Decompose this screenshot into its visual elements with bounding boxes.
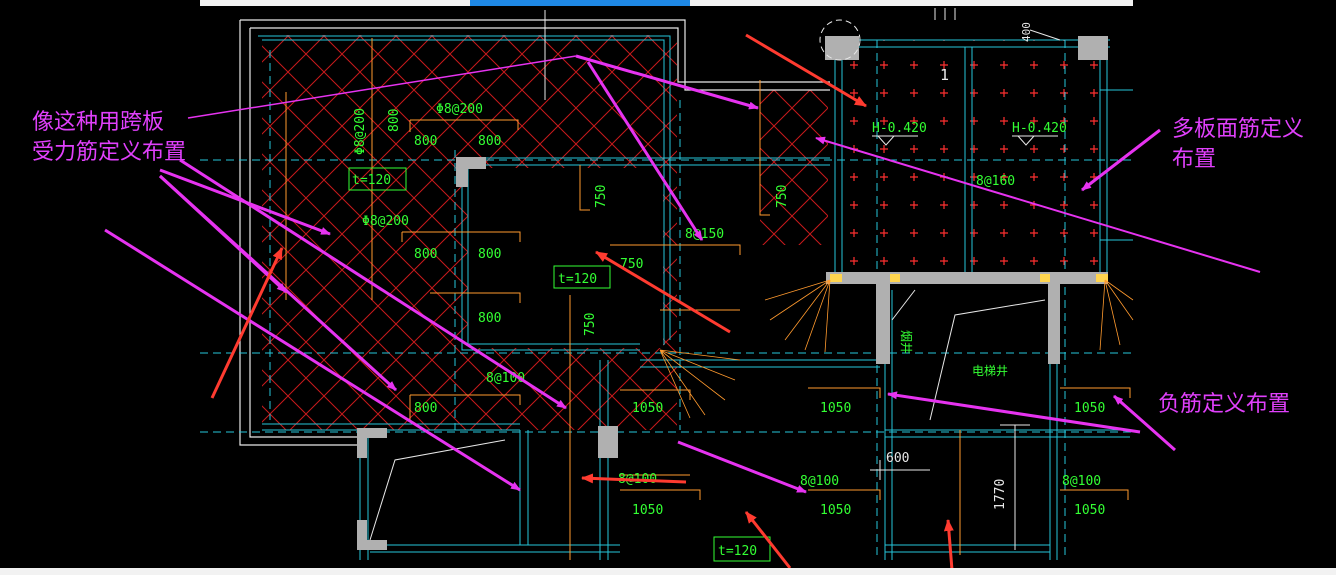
arrow — [943, 519, 954, 571]
rebar-label-8-100-c: 8@100 — [800, 474, 839, 489]
dim-1770: 1770 — [993, 479, 1008, 510]
arrow — [210, 247, 284, 399]
dim-750-c: 750 — [775, 185, 790, 208]
annotation-negative-rebar: 负筋定义布置 — [1158, 392, 1291, 417]
annotation-arrows-red — [210, 33, 954, 571]
annotation-multi-slab-line2: 布置 — [1172, 147, 1217, 172]
rebar-label-mid: 8@150 — [685, 227, 724, 242]
dim-1050-d: 1050 — [820, 503, 851, 518]
status-bar — [0, 568, 1336, 575]
arrow — [586, 61, 704, 241]
arrow — [815, 136, 1261, 273]
dim-400: 400 — [1020, 22, 1033, 42]
right-margin — [1133, 0, 1336, 575]
arrow — [581, 473, 687, 484]
arrow — [1081, 128, 1161, 192]
dim-1050-b: 1050 — [632, 503, 663, 518]
arrow — [1113, 394, 1176, 452]
arrow — [179, 158, 567, 410]
room-label-flue: 烟井 — [899, 330, 913, 354]
rebar-label-vertical: Φ8@200 — [353, 108, 368, 155]
dim-750-b: 750 — [594, 185, 609, 208]
slab-void — [468, 168, 663, 348]
arrow — [745, 33, 867, 108]
arrow — [158, 174, 398, 392]
annotation-multi-slab-line1: 多板面筋定义 — [1172, 117, 1305, 142]
dim-1050-e: 1050 — [1074, 401, 1105, 416]
active-tab-indicator[interactable] — [470, 0, 690, 6]
dim-800-f: 800 — [414, 401, 437, 416]
dim-600: 600 — [886, 451, 909, 466]
arrow-line — [187, 55, 577, 119]
dim-1050-a: 1050 — [632, 401, 663, 416]
rebar-label-top: Φ8@200 — [436, 102, 483, 117]
annotation-arrows-magenta — [104, 54, 1261, 494]
dim-800-e: 800 — [478, 311, 501, 326]
arrow — [595, 250, 731, 334]
arrow — [575, 54, 759, 110]
left-margin — [0, 0, 200, 575]
elevation-left: H-0.420 — [872, 121, 927, 136]
dim-800-vertical: 800 — [387, 109, 402, 132]
axis-label: 1 — [940, 66, 949, 84]
app-title-bar — [0, 0, 1336, 6]
hatched-slab-small — [760, 90, 828, 245]
annotation-cross-span-line2: 受力筋定义布置 — [32, 140, 187, 165]
dim-800-b: 800 — [478, 134, 501, 149]
elevation-right: H-0.420 — [1012, 121, 1067, 136]
dim-800-d: 800 — [478, 247, 501, 262]
room-label-elevator: 电梯井 — [972, 364, 1008, 378]
rebar-label-8-100-d: 8@100 — [1062, 474, 1101, 489]
rebar-label-right: 8@160 — [976, 174, 1015, 189]
arrow — [104, 228, 521, 492]
floor-plan: H-0.420 H-0.420 Φ8@200 Φ8@200 8@150 8@16… — [200, 8, 1134, 562]
arrow — [744, 511, 792, 569]
thickness-label-1: t=120 — [352, 173, 391, 188]
rebar-label-left: Φ8@200 — [362, 214, 409, 229]
dim-800-a: 800 — [414, 134, 437, 149]
dim-800-c: 800 — [414, 247, 437, 262]
thickness-label-3: t=120 — [718, 544, 757, 559]
arrow — [887, 391, 1141, 434]
thickness-label-2: t=120 — [558, 272, 597, 287]
arrow — [677, 440, 807, 494]
dim-750-d: 750 — [583, 313, 598, 336]
dim-1050-c: 1050 — [820, 401, 851, 416]
annotation-cross-span-line1: 像这种用跨板 — [32, 110, 165, 135]
dim-1050-f: 1050 — [1074, 503, 1105, 518]
